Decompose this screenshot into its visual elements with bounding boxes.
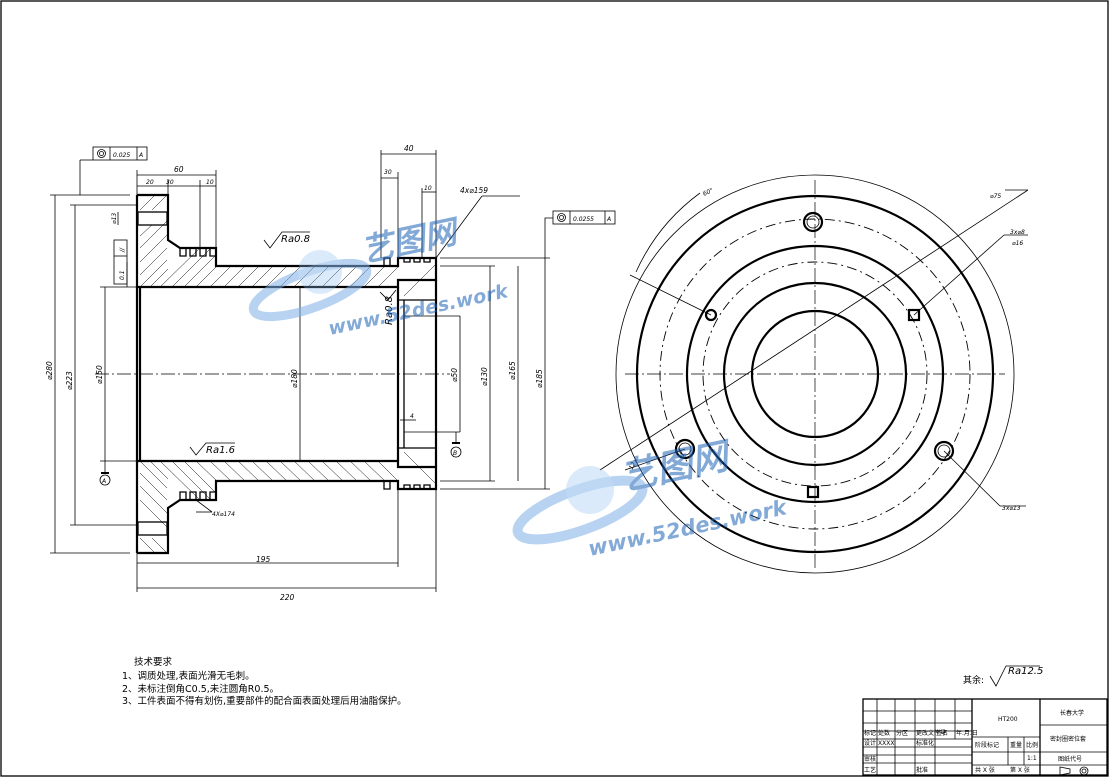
datum-a: A <box>101 478 106 485</box>
svg-text:批准: 批准 <box>916 766 928 774</box>
svg-text://: // <box>119 247 126 253</box>
dim-75: ⌀75 <box>990 193 1001 200</box>
title-block: HT200 长春大学 密封圈密位套 图纸代号 阶段标记 重量 比例 1:1 共 … <box>862 698 1108 776</box>
tolerance-frame-left: 0.025 A <box>92 146 148 161</box>
dim-40: 40 <box>404 144 414 153</box>
dim-220: 220 <box>280 593 295 602</box>
rest-roughness: 其余: Ra12.5 <box>963 665 1043 687</box>
svg-text:0.0255: 0.0255 <box>573 216 594 223</box>
svg-text:A: A <box>606 216 611 223</box>
dim-3x8: 3x⌀8 <box>1010 229 1025 236</box>
material: HT200 <box>998 716 1018 723</box>
dim-4: 4 <box>410 413 414 420</box>
svg-text:标准化: 标准化 <box>916 739 934 747</box>
dim-10: 10 <box>206 179 214 186</box>
dim-165: ⌀165 <box>508 361 517 380</box>
watermark-top: 艺图网 www.52des.work <box>248 212 511 340</box>
svg-text:工艺: 工艺 <box>864 766 876 774</box>
roughness-ra16: Ra1.6 <box>206 445 235 456</box>
svg-text:0.025: 0.025 <box>113 152 130 159</box>
datum-b: B <box>453 450 457 457</box>
dim-16: ⌀16 <box>1012 240 1023 247</box>
dim-60: 60 <box>174 165 184 174</box>
notes-title: 技术要求 <box>134 656 173 668</box>
svg-text:分区: 分区 <box>896 729 908 737</box>
roughness-ra08-bore: Ra0.8 <box>384 296 395 325</box>
dim-10b: 10 <box>424 185 432 192</box>
roughness-ra08-top: Ra0.8 <box>281 234 310 245</box>
note-3: 3、工件表面不得有划伤,重要部件的配合面表面处理后用油脂保护。 <box>122 695 407 707</box>
svg-text:年.月.日: 年.月.日 <box>956 729 978 737</box>
tolerance-frame-side: // 0.1 <box>113 239 128 285</box>
angle-60: 60° <box>702 187 715 198</box>
note-1: 1、调质处理,表面光滑无毛刺。 <box>122 670 255 682</box>
svg-text:标记: 标记 <box>864 729 876 737</box>
svg-text:审核: 审核 <box>864 755 876 763</box>
dim-180: ⌀180 <box>290 369 299 388</box>
dim-20: 20 <box>146 179 154 186</box>
weight-label: 重量 <box>1010 741 1022 749</box>
dim-30b: 30 <box>384 169 392 176</box>
hole-top <box>802 211 824 233</box>
hole-small-left <box>704 308 718 322</box>
svg-text:签名: 签名 <box>936 729 948 737</box>
dim-13: ⌀13 <box>111 213 118 224</box>
dim-130: ⌀130 <box>480 367 489 386</box>
end-view <box>599 174 1029 574</box>
dim-4x174: 4X⌀174 <box>212 511 235 518</box>
svg-text:设计: 设计 <box>864 739 876 747</box>
ratio-value: 1:1 <box>1027 755 1037 762</box>
svg-text:艺图网: 艺图网 <box>358 212 465 270</box>
dim-185: ⌀185 <box>535 369 544 388</box>
dim-280: ⌀280 <box>45 361 54 380</box>
svg-text:A: A <box>138 152 143 159</box>
school-name: 长春大学 <box>1060 709 1084 717</box>
hole-right <box>933 440 955 462</box>
sheet-count: 共 X 张 <box>975 766 995 774</box>
hatching-bottom <box>139 451 437 554</box>
ratio-label: 比例 <box>1026 741 1038 749</box>
stage-label: 阶段标记 <box>975 741 999 749</box>
sheet-number: 第 X 张 <box>1010 766 1030 774</box>
hole-small-bottom <box>806 485 820 499</box>
section-view <box>50 150 553 592</box>
projection-symbol-icon <box>1059 766 1089 776</box>
svg-text:XXXX: XXXX <box>878 740 894 747</box>
watermark-bottom: 艺图网 www.52des.work <box>512 435 791 561</box>
svg-text:0.1: 0.1 <box>119 270 126 280</box>
svg-text:Ra12.5: Ra12.5 <box>1008 666 1043 677</box>
dim-30: 30 <box>166 179 174 186</box>
svg-text:www.52des.work: www.52des.work <box>586 495 791 561</box>
hole-left <box>674 438 696 460</box>
svg-text:处数: 处数 <box>878 729 890 737</box>
dim-3x13: 3x⌀13 <box>1002 505 1021 512</box>
section-dimensions: 60 20 30 10 40 30 10 4x⌀159 4X⌀174 220 1… <box>45 144 616 602</box>
technical-notes: 技术要求 1、调质处理,表面光滑无毛刺。 2、未标注倒角C0.5,未注圆角R0.… <box>122 656 407 707</box>
drawing-code: 图纸代号 <box>1058 755 1082 763</box>
dim-150: ⌀150 <box>95 365 104 384</box>
dim-4x159: 4x⌀159 <box>460 186 488 195</box>
hole-small-right <box>907 308 921 322</box>
svg-text:其余:: 其余: <box>963 674 984 686</box>
dim-50: ⌀50 <box>450 368 459 382</box>
dim-195: 195 <box>256 555 271 564</box>
svg-text:更改文件号: 更改文件号 <box>916 729 946 737</box>
note-2: 2、未标注倒角C0.5,未注圆角R0.5。 <box>122 683 279 695</box>
dim-223: ⌀223 <box>65 371 74 390</box>
tolerance-frame-right: 0.0255 A <box>552 210 616 225</box>
part-name: 密封圈密位套 <box>1050 735 1086 743</box>
